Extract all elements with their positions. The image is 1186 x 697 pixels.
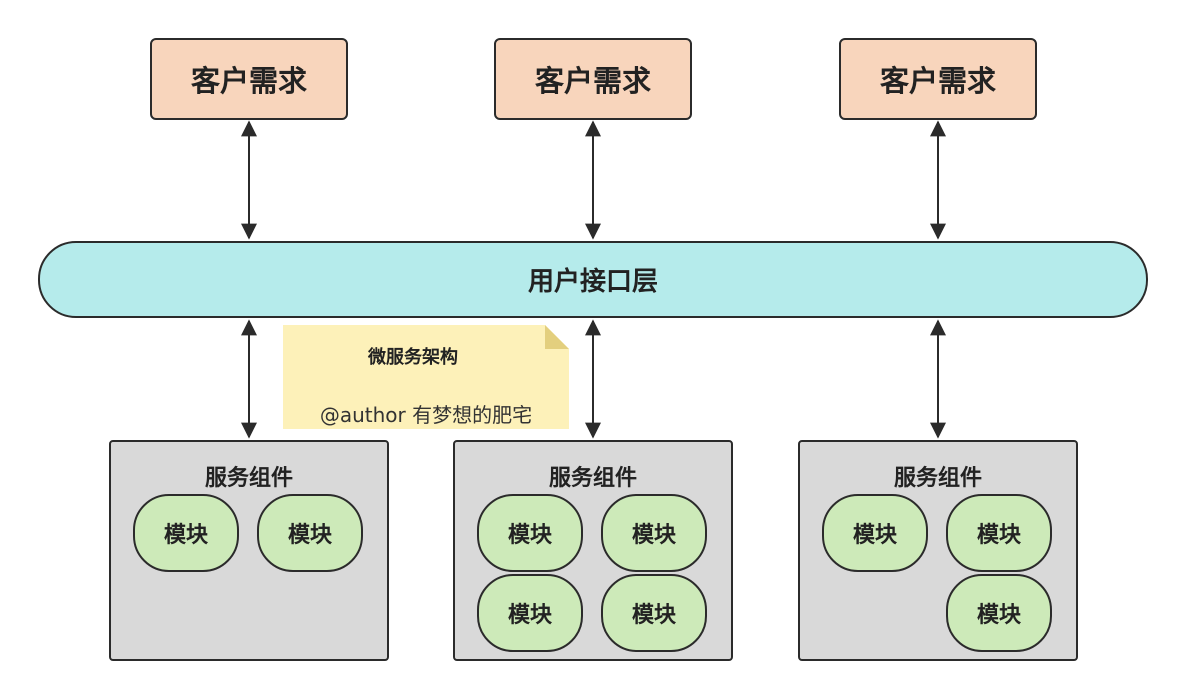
module-node: 模块 [257, 494, 363, 572]
module-label: 模块 [631, 603, 676, 628]
module-node: 模块 [477, 494, 583, 572]
module-node: 模块 [946, 574, 1052, 652]
module-label: 模块 [507, 523, 552, 548]
client-request-label: 客户需求 [879, 64, 996, 98]
client-request-label: 客户需求 [190, 64, 307, 98]
service-component-title: 服务组件 [893, 466, 982, 491]
sticky-note-shape [283, 325, 569, 429]
module-label: 模块 [976, 523, 1021, 548]
user-interface-layer-label: 用户接口层 [527, 267, 658, 297]
note-author: @author 有梦想的肥宅 [319, 403, 533, 427]
user-interface-layer: 用户接口层 [38, 241, 1148, 318]
client-request-box-3: 客户需求 [839, 38, 1037, 120]
module-label: 模块 [507, 603, 552, 628]
module-label: 模块 [163, 523, 208, 548]
service-component-title: 服务组件 [204, 466, 293, 491]
sticky-note: 微服务架构 @author 有梦想的肥宅 [283, 325, 569, 429]
module-node: 模块 [822, 494, 928, 572]
client-request-box-2: 客户需求 [494, 38, 692, 120]
module-node: 模块 [601, 574, 707, 652]
module-label: 模块 [852, 523, 897, 548]
client-request-label: 客户需求 [534, 64, 651, 98]
service-component-3: 服务组件 模块 模块 模块 [798, 440, 1078, 661]
module-label: 模块 [631, 523, 676, 548]
module-node: 模块 [946, 494, 1052, 572]
note-title: 微服务架构 [368, 347, 458, 368]
module-label: 模块 [287, 523, 332, 548]
module-node: 模块 [477, 574, 583, 652]
module-node: 模块 [601, 494, 707, 572]
service-component-2: 服务组件 模块 模块 模块 模块 [453, 440, 733, 661]
module-label: 模块 [976, 603, 1021, 628]
service-component-title: 服务组件 [548, 466, 637, 491]
service-component-1: 服务组件 模块 模块 [109, 440, 389, 661]
module-node: 模块 [133, 494, 239, 572]
client-request-box-1: 客户需求 [150, 38, 348, 120]
